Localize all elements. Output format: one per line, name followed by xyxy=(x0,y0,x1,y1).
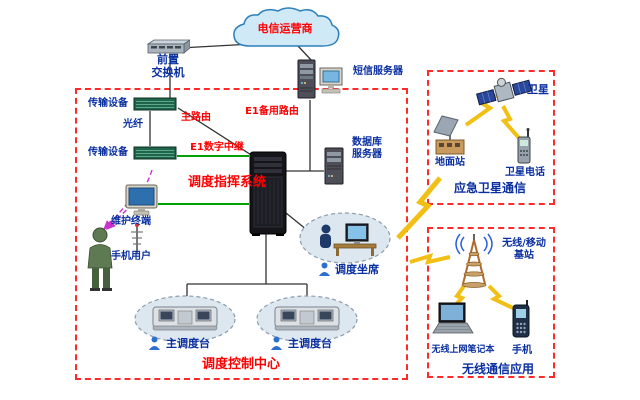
sms-server-label: 短信服务器 xyxy=(353,66,403,77)
database-server-icon xyxy=(322,146,346,186)
console-left-mini-person-icon xyxy=(148,336,161,350)
control-center-label: 调度控制中心 xyxy=(201,357,280,372)
transmission-bottom-icon xyxy=(133,145,177,160)
dispatch-seat-icon xyxy=(312,216,380,258)
console-left-icon xyxy=(152,302,218,332)
laptop-label: 无线上网笔记本 xyxy=(431,345,495,355)
signal-mast-icon xyxy=(126,222,148,256)
dispatch-system-label: 调度指挥系统 xyxy=(187,175,266,190)
transmission-top-label: 传输设备 xyxy=(88,98,128,109)
route-e1-backup-label: E1备用路由 xyxy=(245,106,299,117)
mobile-user-person-icon xyxy=(82,226,122,292)
mobile-phone-icon xyxy=(508,300,534,340)
wireless-zone-border xyxy=(427,227,555,378)
laptop-icon xyxy=(432,302,474,336)
route-e1-trunk-label: E1数字中继 xyxy=(190,142,244,153)
database-server-label: 数据库 服务器 xyxy=(352,137,382,161)
front-switch-icon xyxy=(146,38,190,54)
route-main-label: 主路由 xyxy=(181,112,211,123)
transmission-top-icon xyxy=(133,96,177,111)
dispatch-cabinet-icon xyxy=(247,150,289,236)
fiber-label: 光纤 xyxy=(123,119,143,130)
sms-server-icon xyxy=(296,56,348,102)
satellite-zone-border xyxy=(427,70,555,205)
wireless-zone-title: 无线通信应用 xyxy=(461,362,534,376)
satellite-label: 卫星 xyxy=(527,83,549,96)
console-left-label: 主调度台 xyxy=(166,337,210,350)
satellite-zone-title: 应急卫星通信 xyxy=(453,181,526,195)
satellite-phone-label: 卫星电话 xyxy=(505,167,545,178)
maintenance-terminal-icon xyxy=(124,184,160,216)
satellite-icon xyxy=(476,74,532,110)
front-switch-label: 前置 交换机 xyxy=(151,53,185,80)
seat-mini-person-icon xyxy=(318,262,331,276)
console-right-label: 主调度台 xyxy=(288,337,332,350)
satellite-phone-icon xyxy=(512,128,536,166)
console-right-mini-person-icon xyxy=(270,336,283,350)
cloud-label: 电信运营商 xyxy=(257,22,313,35)
ground-station-icon xyxy=(428,110,472,158)
ground-station-label: 地面站 xyxy=(435,157,465,168)
mobile-user-label: 手机用户 xyxy=(111,251,151,262)
maintenance-terminal-label: 维护终端 xyxy=(111,216,151,227)
telecom-cloud-icon xyxy=(225,6,345,52)
base-station-label: 无线/移动 基站 xyxy=(502,238,546,262)
console-right-icon xyxy=(274,302,340,332)
dispatch-seat-label: 调度坐席 xyxy=(335,263,379,276)
dispatch-center-zone-border xyxy=(75,88,408,380)
phone-label: 手机 xyxy=(512,345,532,356)
base-station-icon xyxy=(450,232,498,288)
transmission-bottom-label: 传输设备 xyxy=(88,147,128,158)
